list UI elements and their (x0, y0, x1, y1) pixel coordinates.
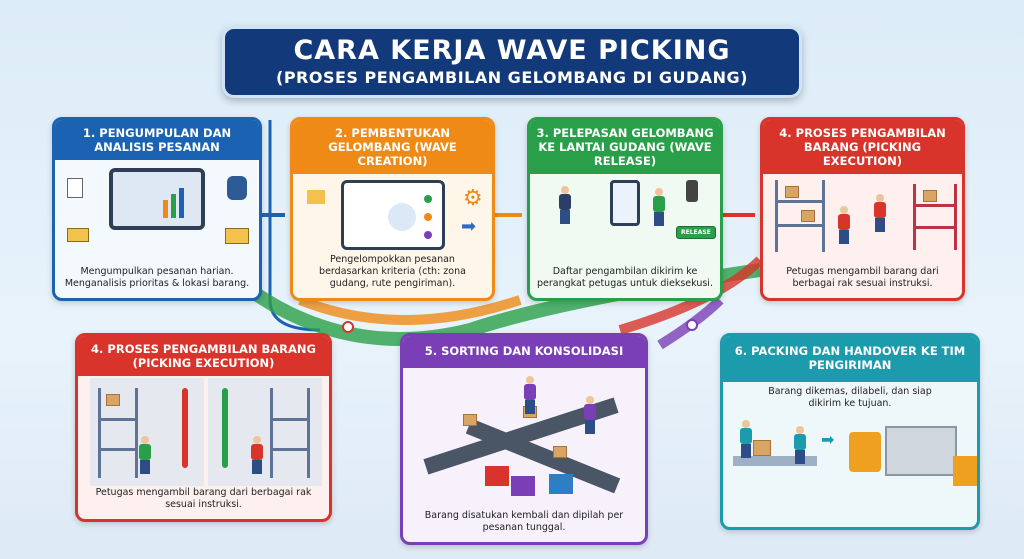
truck-icon (885, 426, 957, 476)
gear-icon: ⚙ (463, 186, 483, 211)
step-3-card: 3. PELEPASAN GELOMBANG KE LANTAI GUDANG … (527, 117, 723, 301)
picking-scene-left (90, 378, 204, 486)
document-icon (67, 178, 83, 198)
step-1-description: Mengumpulkan pesanan harian. Menganalisi… (64, 266, 250, 289)
step-2-description: Pengelompokkan pesanan berdasarkan krite… (319, 254, 466, 289)
bin-icon (549, 474, 573, 494)
step-5-description: Barang disatukan kembali dan dipilah per… (424, 510, 624, 533)
step-4-title: 4. PROSES PENGAMBILAN BARANG (PICKING EX… (763, 120, 962, 174)
scanner-icon (686, 180, 698, 202)
step-2-title: 2. PEMBENTUKAN GELOMBANG (WAVE CREATION) (293, 120, 492, 174)
forklift-icon (849, 432, 881, 472)
title-sub: (PROSES PENGAMBILAN GELOMBANG DI GUDANG) (276, 68, 748, 87)
worker-icon (837, 206, 851, 244)
manager-icon (558, 186, 572, 224)
title-banner: CARA KERJA WAVE PICKING (PROSES PENGAMBI… (222, 26, 802, 98)
folder-icon (225, 228, 249, 244)
step-4b-title: 4. PROSES PENGAMBILAN BARANG (PICKING EX… (78, 336, 329, 376)
step-3-title: 3. PELEPASAN GELOMBANG KE LANTAI GUDANG … (530, 120, 720, 174)
truck-cab-icon (953, 456, 977, 486)
step-5-title: 5. SORTING DAN KONSOLIDASI (403, 336, 645, 368)
title-main: CARA KERJA WAVE PICKING (293, 35, 731, 66)
tablet-icon (610, 180, 640, 226)
step-5-card: 5. SORTING DAN KONSOLIDASI Barang disatu… (400, 333, 648, 545)
worker-icon (873, 194, 887, 232)
shelf-icon (775, 180, 825, 252)
monitor-dashboard-icon (109, 168, 205, 230)
bin-icon (485, 466, 509, 486)
envelope-icon (67, 228, 89, 242)
arrow-icon: ➡ (461, 216, 477, 237)
bin-icon (511, 476, 535, 496)
step-4-card: 4. PROSES PENGAMBILAN BARANG (PICKING EX… (760, 117, 965, 301)
database-icon (227, 176, 247, 200)
arrow-icon: ➡ (821, 430, 835, 449)
step-6-description: Barang dikemas, dilabeli, dan siap dikir… (768, 386, 932, 409)
step-3-description: Daftar pengambilan dikirim ke perangkat … (537, 266, 713, 289)
envelope-icon (307, 190, 325, 204)
step-1-card: 1. PENGUMPULAN DAN ANALISIS PESANAN Meng… (52, 117, 262, 301)
step-4b-description: Petugas mengambil barang dari berbagai r… (95, 487, 312, 510)
step-1-title: 1. PENGUMPULAN DAN ANALISIS PESANAN (55, 120, 259, 160)
browser-grouping-icon (340, 180, 445, 250)
step-4b-card: 4. PROSES PENGAMBILAN BARANG (PICKING EX… (75, 333, 332, 522)
step-6-title: 6. PACKING DAN HANDOVER KE TIM PENGIRIMA… (723, 336, 977, 382)
step-6-card: 6. PACKING DAN HANDOVER KE TIM PENGIRIMA… (720, 333, 980, 530)
step-4-description: Petugas mengambil barang dari berbagai r… (786, 266, 939, 289)
step-2-card: 2. PEMBENTUKAN GELOMBANG (WAVE CREATION)… (290, 117, 495, 301)
picking-scene-right (208, 378, 322, 486)
packing-table-icon (733, 456, 817, 466)
shelf-icon (913, 184, 957, 250)
worker-icon (652, 188, 666, 226)
release-button: RELEASE (676, 226, 716, 239)
